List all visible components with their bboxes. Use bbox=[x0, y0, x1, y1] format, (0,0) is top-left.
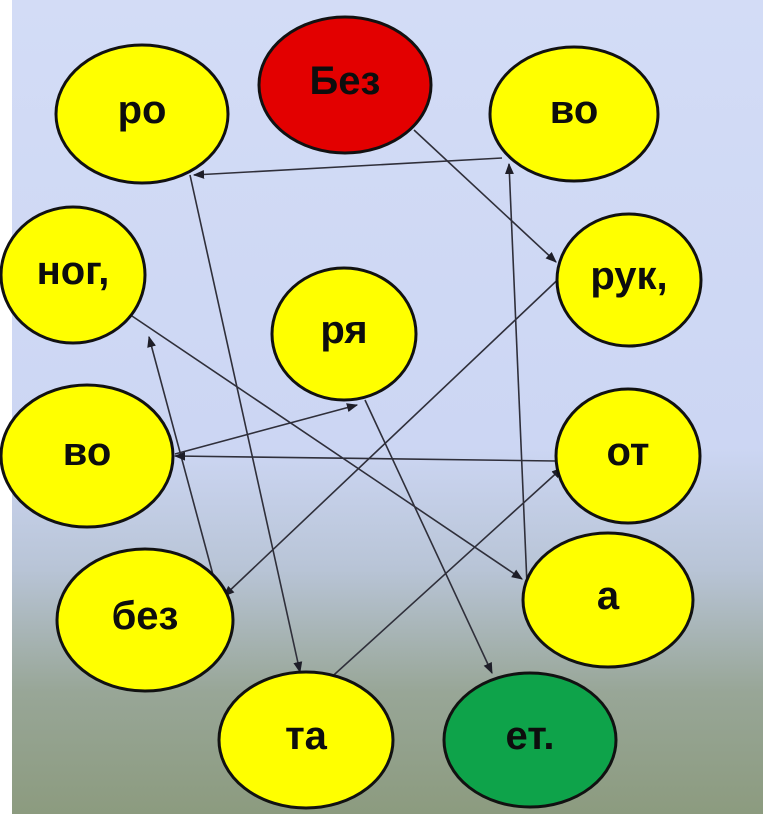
node-circle-a bbox=[521, 531, 695, 669]
node-circle-ro bbox=[54, 43, 230, 185]
node-et: ет. bbox=[442, 671, 618, 809]
node-label-ot: от bbox=[606, 430, 649, 474]
node-circle-et bbox=[442, 671, 618, 809]
arrow-vo_left-to-rya bbox=[174, 403, 359, 455]
node-label-ro: ро bbox=[118, 88, 167, 132]
node-ruk: рук, bbox=[555, 212, 703, 348]
arrow-ot-to-vo_left bbox=[173, 451, 557, 462]
node-label-vo_top: во bbox=[550, 88, 599, 132]
node-ro: ро bbox=[54, 43, 230, 185]
arrow-bez-to-nog bbox=[147, 335, 217, 587]
node-circle-ruk bbox=[555, 212, 703, 348]
arrow-ruk-to-bez bbox=[223, 269, 569, 597]
arrow-a-to-vo_top bbox=[504, 162, 529, 609]
node-ot: от bbox=[554, 387, 702, 525]
node-circle-vo_top bbox=[488, 45, 660, 183]
node-circle-bez bbox=[55, 547, 235, 693]
arrow-ro-to-ta bbox=[189, 174, 303, 674]
node-vo_left: во bbox=[0, 383, 175, 529]
arrow-vo_top-to-ro bbox=[192, 157, 503, 179]
node-label-ta: та bbox=[285, 714, 328, 758]
node-bez: без bbox=[55, 547, 235, 693]
node-ta: та bbox=[217, 670, 395, 810]
node-label-bez: без bbox=[112, 594, 179, 638]
node-label-bez_start: Без bbox=[310, 59, 381, 103]
node-a: а bbox=[521, 531, 695, 669]
node-circle-bez_start bbox=[257, 15, 433, 155]
arrow-nog-to-a bbox=[131, 315, 523, 580]
node-circle-rya bbox=[270, 266, 418, 402]
node-circle-vo_left bbox=[0, 383, 175, 529]
node-vo_top: во bbox=[488, 45, 660, 183]
node-circle-ta bbox=[217, 670, 395, 810]
node-circle-ot bbox=[554, 387, 702, 525]
node-label-vo_left: во bbox=[63, 430, 112, 474]
node-nog: ног, bbox=[0, 205, 147, 345]
node-label-et: ет. bbox=[506, 714, 555, 758]
node-label-ruk: рук, bbox=[590, 254, 667, 298]
nodes-layer: Без рук, без ног, а во ро та от во ря ет. bbox=[0, 15, 703, 810]
arrow-bez_start-to-ruk bbox=[413, 129, 557, 263]
edges-layer bbox=[131, 129, 569, 684]
node-bez_start: Без bbox=[257, 15, 433, 155]
node-label-a: а bbox=[597, 574, 620, 618]
node-circle-nog bbox=[0, 205, 147, 345]
arrow-rya-to-et bbox=[364, 399, 493, 675]
node-label-nog: ног, bbox=[37, 249, 110, 293]
arrow-ta-to-ot bbox=[324, 467, 563, 684]
node-rya: ря bbox=[270, 266, 418, 402]
node-label-rya: ря bbox=[320, 308, 367, 352]
